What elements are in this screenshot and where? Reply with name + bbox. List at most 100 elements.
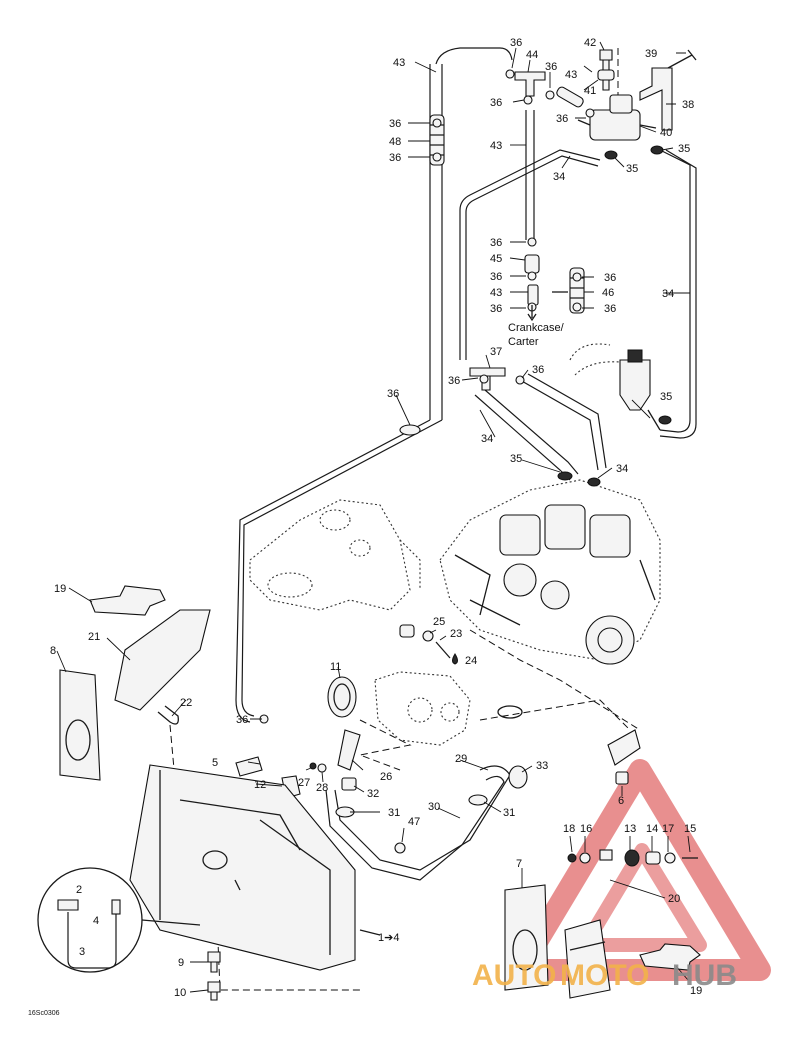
watermark-hub: HUB [672,959,737,992]
callout-36-a: 36 [510,37,522,49]
gasket-19-left [89,585,166,616]
callout-15: 15 [684,823,696,835]
callout-40: 40 [660,127,672,139]
callout-36-h: 36 [490,271,502,283]
arrow-1to4 [359,929,381,936]
callout-7: 7 [516,858,522,870]
nut-27 [309,762,317,770]
callout-38: 38 [682,99,694,111]
bracket-6 [607,729,641,766]
loctite-drop-24 [452,653,458,665]
callout-19-a: 19 [54,583,66,595]
callout-16: 16 [580,823,592,835]
inline-filter-48 [429,114,445,166]
callout-26: 26 [380,771,392,783]
callout-4: 4 [93,915,99,927]
callout-41: 41 [584,85,596,97]
callout-27: 27 [298,777,310,789]
callout-28: 28 [316,782,328,794]
detail-inset [37,867,201,973]
callout-36-l: 36 [448,375,460,387]
callout-47: 47 [408,816,420,828]
callout-36-g: 36 [490,237,502,249]
ring-33 [508,765,528,789]
hardware-row [567,849,698,867]
washer-25 [422,630,434,642]
screw-39 [667,49,697,69]
nut-6 [615,771,629,785]
callout-8: 8 [50,645,56,657]
nut-32 [341,777,357,791]
clamp-31b [468,794,488,806]
callout-43-b: 43 [565,69,577,81]
callout-36-f: 36 [389,152,401,164]
pad-5 [235,756,263,777]
spacer-25 [399,624,415,638]
ring-11 [327,676,357,718]
silencer-20 [564,919,611,999]
note-crankcase: Crankcase/ [508,322,565,334]
gasket-19-right [639,943,701,971]
screw-10 [207,981,221,1001]
bracket-38 [639,67,673,131]
callout-3: 3 [79,946,85,958]
engine-block [439,479,661,665]
callout-35-d: 35 [510,453,522,465]
callout-33: 33 [536,760,548,772]
tee-fitting-44 [514,71,546,97]
callout-31-a: 31 [388,807,400,819]
callout-46: 46 [602,287,614,299]
callout-36-m: 36 [532,364,544,376]
spacer-41 [597,69,615,81]
callout-labels: 43 36 44 36 43 42 41 39 36 38 36 36 48 3… [28,37,702,1017]
callout-35-b: 35 [626,163,638,175]
hose-clamps [259,69,595,724]
callout-21: 21 [88,631,100,643]
cover-7 [504,884,549,991]
callout-35-c: 35 [660,391,672,403]
callout-36-j: 36 [490,303,502,315]
callout-36-o: 36 [236,714,248,726]
callout-36-b: 36 [545,61,557,73]
valve-40 [577,94,657,141]
screw-23 [435,641,451,659]
hose-43-short [556,86,584,108]
callout-42: 42 [584,37,596,49]
callout-36-e: 36 [389,118,401,130]
callout-18: 18 [563,823,575,835]
callout-1to4: 1➔4 [378,932,399,944]
callout-30: 30 [428,801,440,813]
callout-43-c: 43 [490,140,502,152]
callout-32: 32 [367,788,379,800]
callout-12: 12 [254,779,266,791]
clip-22 [157,705,179,725]
washer-28 [317,763,327,773]
callout-35-a: 35 [678,143,690,155]
callout-34-c: 34 [481,433,493,445]
clamp-47 [394,842,406,854]
o-rings-35 [557,145,672,487]
screw-9 [207,951,221,973]
watermark-moto: MOTO [560,959,649,992]
callout-5: 5 [212,757,218,769]
watermark-text: AUTO MOTO HUB [472,959,737,992]
drawing-code: 16Sc0306 [28,1010,60,1017]
note-carter: Carter [508,336,539,348]
cover-8 [59,669,101,781]
callout-10: 10 [174,987,186,999]
callout-11: 11 [330,661,341,673]
callout-36-c: 36 [490,97,502,109]
callout-36-n: 36 [387,388,399,400]
exhaust-manifold-outline [249,499,421,611]
watermark-logo [509,759,771,981]
callout-44: 44 [526,49,538,61]
callout-13: 13 [624,823,636,835]
callout-39: 39 [645,48,657,60]
callout-34-b: 34 [662,288,674,300]
check-valve-assembly [569,343,661,431]
callout-31-b: 31 [503,807,515,819]
callout-45: 45 [490,253,502,265]
callout-48: 48 [389,136,401,148]
